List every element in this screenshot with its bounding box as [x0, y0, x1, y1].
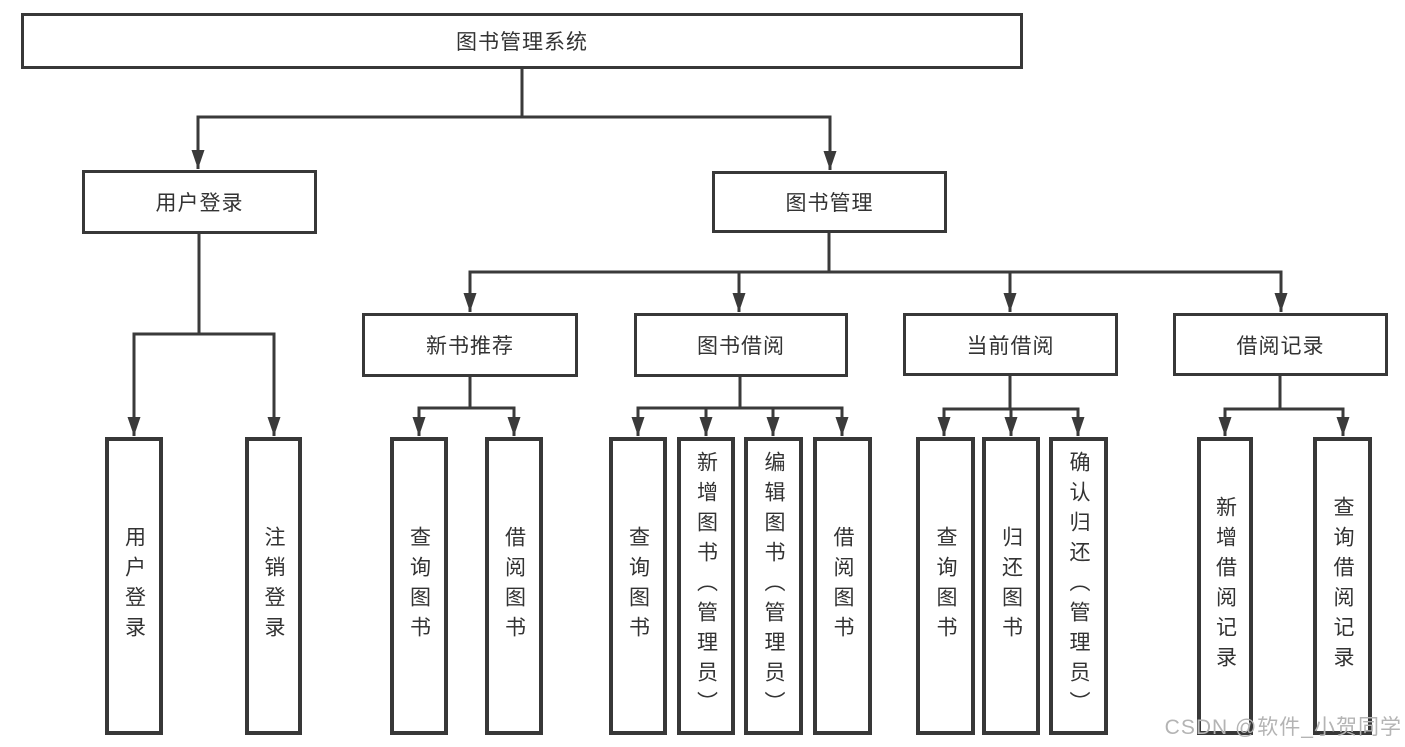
- leaf-confirm-return-admin: 确认归还（管理员）: [1049, 437, 1108, 735]
- node-book-borrow: 图书借阅: [634, 313, 848, 377]
- leaf-edit-book-admin: 编辑图书（管理员）: [744, 437, 803, 735]
- leaf-return-book: 归还图书: [982, 437, 1040, 735]
- branch-new-book: [412, 377, 521, 436]
- leaf-query-book-1: 查询图书: [390, 437, 448, 735]
- leaf-add-book-admin: 新增图书（管理员）: [677, 437, 735, 735]
- leaf-logout: 注销登录: [245, 437, 302, 735]
- node-root: 图书管理系统: [21, 13, 1023, 69]
- csdn-watermark: CSDN @软件_小贺同学: [1164, 716, 1402, 739]
- leaf-borrow-book-1: 借阅图书: [485, 437, 543, 735]
- leaf-query-borrow-record: 查询借阅记录: [1313, 437, 1372, 735]
- leaf-borrow-book-2: 借阅图书: [813, 437, 872, 735]
- branch-borrow-record: [1218, 376, 1350, 436]
- leaf-query-book-3: 查询图书: [916, 437, 975, 735]
- node-user-login: 用户登录: [82, 170, 317, 234]
- branch-book-mgmt: [463, 233, 1288, 312]
- node-book-management: 图书管理: [712, 171, 947, 233]
- node-borrow-record: 借阅记录: [1173, 313, 1388, 376]
- branch-book-borrow: [631, 377, 849, 436]
- node-new-book-recommend: 新书推荐: [362, 313, 578, 377]
- branch-current-borrow: [937, 376, 1085, 436]
- leaf-query-book-2: 查询图书: [609, 437, 667, 735]
- node-current-borrow: 当前借阅: [903, 313, 1118, 376]
- branch-root: [191, 69, 837, 170]
- branch-user-login: [127, 234, 281, 436]
- leaf-user-login: 用户登录: [105, 437, 163, 735]
- leaf-add-borrow-record: 新增借阅记录: [1197, 437, 1253, 735]
